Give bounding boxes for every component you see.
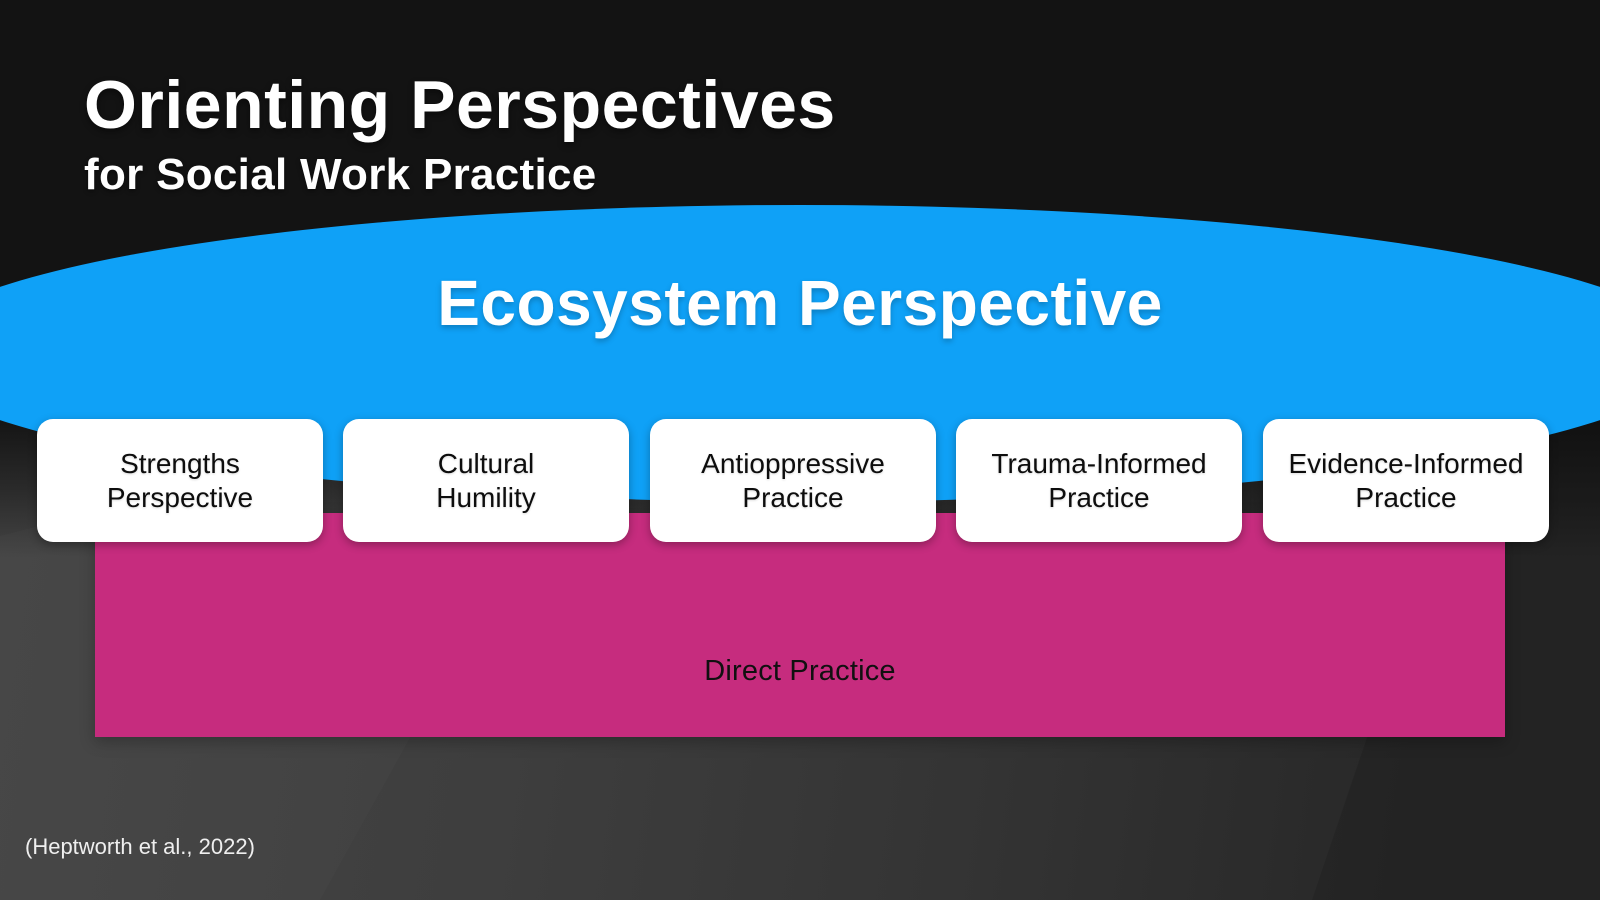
card-label-line: Humility [436,481,536,513]
card-label-line: Cultural [437,448,535,480]
card-cultural-humility: Cultural Humility [343,419,629,542]
page-subtitle: for Social Work Practice [84,150,597,199]
card-label-line: Evidence-Informed [1288,448,1524,480]
card-evidence-informed-practice: Evidence-Informed Practice [1263,419,1549,542]
ecosystem-perspective-label: Ecosystem Perspective [437,267,1163,339]
card-label-line: Practice [742,481,844,513]
card-antioppressive-practice: Antioppressive Practice [650,419,936,542]
page-title: Orienting Perspectives [84,67,836,143]
card-strengths-perspective: Strengths Perspective [37,419,323,542]
card-trauma-informed-practice: Trauma-Informed Practice [956,419,1242,542]
card-label-line: Trauma-Informed [991,448,1207,480]
direct-practice-label: Direct Practice [704,655,896,687]
card-label-line: Strengths [120,448,240,480]
direct-practice-band: Direct Practice [95,513,1505,737]
card-label-line: Practice [1355,481,1457,513]
citation-text: (Heptworth et al., 2022) [25,834,255,859]
card-label-line: Practice [1048,481,1150,513]
card-label-line: Antioppressive [701,448,885,480]
card-label-line: Perspective [106,481,254,513]
